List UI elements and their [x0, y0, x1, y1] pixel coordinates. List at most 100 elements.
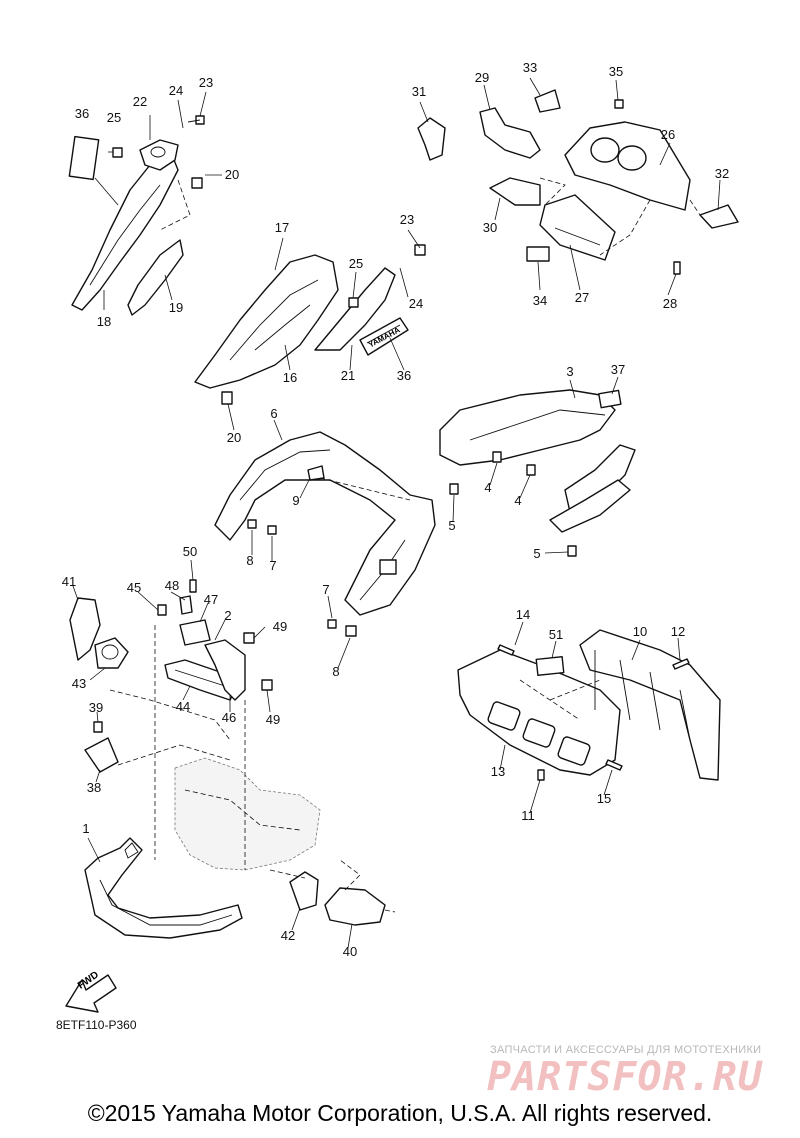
meter-housing-assembly: [417, 77, 739, 296]
rear-panel-assembly: [457, 621, 721, 814]
callout-38: 38: [87, 780, 101, 795]
lower-cover-19: [127, 239, 184, 316]
callout-5: 5: [533, 546, 540, 561]
bolt-20b: [221, 391, 233, 405]
cover-30: [489, 177, 541, 206]
bolt-50: [189, 579, 197, 593]
callout-2: 2: [224, 608, 231, 623]
bolt-23b: [414, 244, 426, 256]
bolt-4a: [492, 451, 502, 463]
frame-outline: [174, 757, 321, 871]
callout-22: 22: [133, 94, 147, 109]
part-33: [534, 89, 561, 113]
callout-33: 33: [523, 60, 537, 75]
part-42: [289, 871, 319, 911]
callout-8: 8: [246, 553, 253, 568]
screw-7a: [267, 525, 277, 535]
diagram-code: 8ETF110-P360: [56, 1018, 137, 1032]
callout-35: 35: [609, 64, 623, 79]
callout-51: 51: [549, 627, 563, 642]
callout-23: 23: [199, 75, 213, 90]
callout-13: 13: [491, 764, 505, 779]
part-31: [417, 117, 446, 161]
bumper-1: [84, 837, 243, 939]
callout-9: 9: [292, 493, 299, 508]
bolt-49b: [261, 679, 273, 691]
bracket-9: [307, 465, 325, 481]
callout-12: 12: [671, 624, 685, 639]
cover-21: [314, 267, 396, 351]
cover-29: [479, 107, 541, 159]
bracket-3: [439, 389, 616, 466]
callout-20: 20: [227, 430, 241, 445]
clip-8b: [345, 625, 357, 637]
callout-36: 36: [75, 106, 89, 121]
bolt-5b: [567, 545, 577, 557]
sticker-37: [598, 389, 622, 409]
callout-7: 7: [269, 558, 276, 573]
callout-48: 48: [165, 578, 179, 593]
upper-bracket-assembly: [439, 376, 636, 557]
bracket-38: [84, 737, 119, 773]
callout-40: 40: [343, 944, 357, 959]
pin-14: [497, 644, 515, 656]
callout-20: 20: [225, 167, 239, 182]
callout-18: 18: [97, 314, 111, 329]
callout-25: 25: [107, 110, 121, 125]
callout-16: 16: [283, 370, 297, 385]
fwd-arrow-icon: [65, 974, 117, 1013]
callout-36: 36: [397, 368, 411, 383]
part-47: [179, 619, 211, 646]
bracket-46: [204, 639, 246, 701]
callout-46: 46: [222, 710, 236, 725]
callout-11: 11: [521, 808, 535, 823]
front-cowl-assembly: [214, 419, 436, 669]
callout-50: 50: [183, 544, 197, 559]
screw-7b: [327, 619, 337, 629]
callout-21: 21: [341, 368, 355, 383]
callout-25: 25: [349, 256, 363, 271]
callout-41: 41: [62, 574, 76, 589]
clip-28: [673, 261, 681, 275]
callout-8: 8: [332, 664, 339, 679]
bolt-49a: [243, 632, 255, 644]
bolt-39: [93, 721, 103, 733]
callout-28: 28: [663, 296, 677, 311]
clip-8a: [247, 519, 257, 529]
bolt-4b: [526, 464, 536, 476]
frame-bracket-assembly: [69, 559, 396, 949]
callout-3: 3: [566, 364, 573, 379]
bolt-35: [614, 99, 624, 109]
callout-labels: 1234455677889101112131415161718192020212…: [62, 60, 729, 959]
part-41: [69, 597, 101, 661]
callout-10: 10: [633, 624, 647, 639]
grommet-25b: [348, 297, 359, 308]
callout-37: 37: [611, 362, 625, 377]
callout-26: 26: [661, 127, 675, 142]
mount-plate-22: [139, 139, 179, 171]
callout-34: 34: [533, 293, 547, 308]
callout-6: 6: [270, 406, 277, 421]
callout-5: 5: [448, 518, 455, 533]
callout-29: 29: [475, 70, 489, 85]
front-bumper-assembly: [84, 837, 243, 939]
callout-15: 15: [597, 791, 611, 806]
sticker-36: [68, 135, 100, 181]
callout-45: 45: [127, 580, 141, 595]
pin-15: [605, 759, 623, 771]
callout-19: 19: [169, 300, 183, 315]
callout-42: 42: [281, 928, 295, 943]
callout-39: 39: [89, 700, 103, 715]
copyright-notice: ©2015 Yamaha Motor Corporation, U.S.A. A…: [87, 1100, 713, 1126]
callout-49: 49: [273, 619, 287, 634]
clip-11: [537, 769, 545, 781]
callout-43: 43: [72, 676, 86, 691]
grommet-25: [112, 147, 123, 158]
bracket-32: [699, 204, 739, 229]
cover-17-16: [194, 254, 339, 389]
plate-34: [526, 246, 550, 262]
part-40: [324, 887, 386, 926]
callout-7: 7: [322, 582, 329, 597]
